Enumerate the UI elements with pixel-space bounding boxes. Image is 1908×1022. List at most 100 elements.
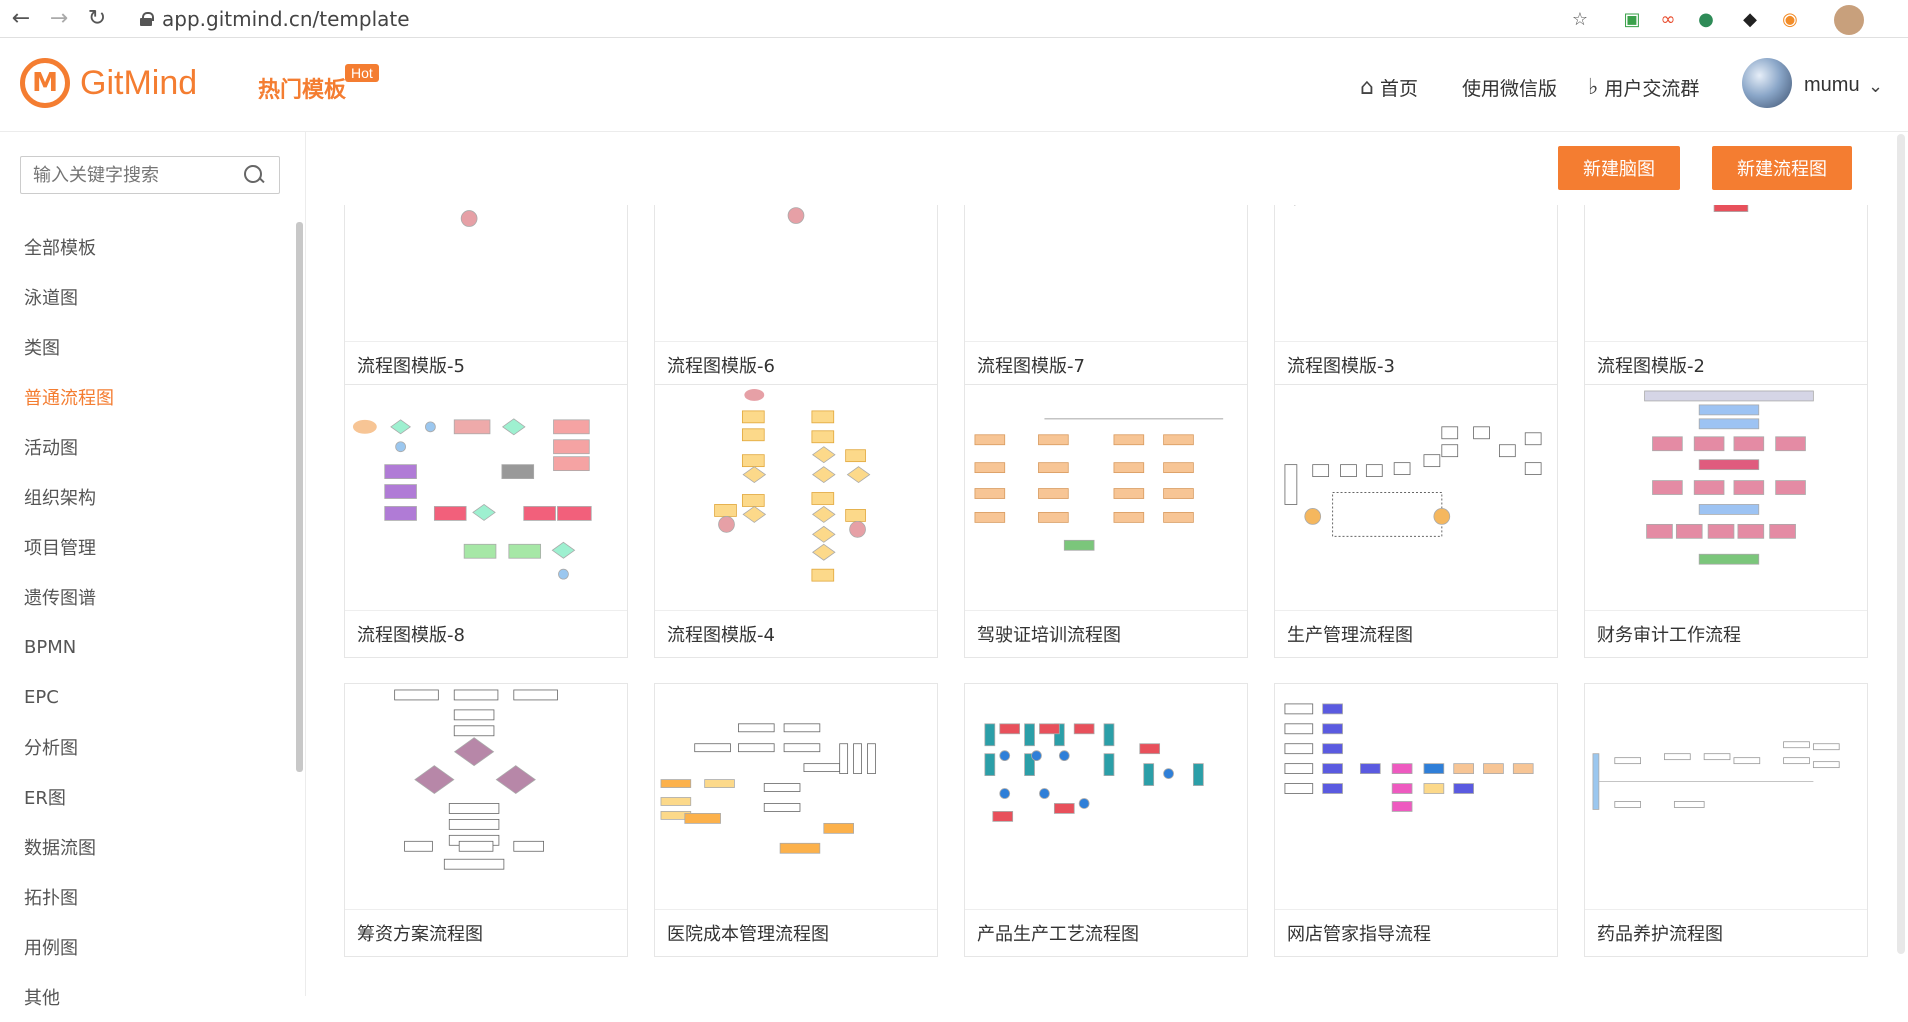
sidebar-item[interactable]: BPMN: [24, 636, 77, 658]
chevron-down-icon[interactable]: ⌄: [1868, 76, 1884, 97]
sidebar-item[interactable]: 项目管理: [24, 538, 96, 559]
sidebar-item[interactable]: 活动图: [24, 438, 78, 459]
search-icon[interactable]: [242, 163, 266, 187]
template-card[interactable]: 药品养护流程图: [1584, 683, 1868, 957]
template-title[interactable]: 流程图模版-3: [1287, 356, 1395, 377]
sidebar-item[interactable]: 数据流图: [24, 838, 96, 859]
template-thumbnail[interactable]: [1275, 385, 1557, 611]
template-card[interactable]: 医院成本管理流程图: [654, 683, 938, 957]
template-card[interactable]: 流程图模版-4: [654, 384, 938, 658]
hot-templates-link[interactable]: 热门模板: [258, 78, 347, 103]
username[interactable]: mumu: [1804, 74, 1860, 96]
extension-icon-fish[interactable]: ◆: [1743, 8, 1757, 30]
sidebar-item[interactable]: 全部模板: [24, 238, 96, 259]
reload-icon[interactable]: ↻: [87, 6, 107, 31]
gitmind-logo[interactable]: M GitMind: [20, 58, 197, 108]
nav-community[interactable]: ♭ 用户交流群: [1588, 74, 1699, 101]
extension-icon-infinity[interactable]: ∞: [1660, 8, 1676, 30]
template-card[interactable]: 流程图模版-3: [1274, 205, 1558, 389]
template-title[interactable]: 产品生产工艺流程图: [977, 924, 1139, 945]
template-card[interactable]: 网店管家指导流程: [1274, 683, 1558, 957]
template-thumbnail[interactable]: [965, 684, 1247, 910]
template-title[interactable]: 医院成本管理流程图: [667, 924, 829, 945]
back-icon[interactable]: ←: [11, 6, 31, 31]
extension-icon-robot[interactable]: ▣: [1623, 8, 1641, 30]
template-title[interactable]: 生产管理流程图: [1287, 625, 1413, 646]
sidebar-item[interactable]: 普通流程图: [24, 388, 114, 409]
nav-wechat[interactable]: 使用微信版: [1462, 74, 1557, 101]
address-bar[interactable]: app.gitmind.cn/template: [140, 6, 410, 32]
template-thumbnail-drawing: [714, 388, 871, 582]
template-title[interactable]: 药品养护流程图: [1597, 924, 1723, 945]
template-thumbnail[interactable]: [1585, 684, 1867, 910]
nav-home-label: 首页: [1379, 78, 1418, 100]
template-title[interactable]: 驾驶证培训流程图: [977, 625, 1121, 646]
app-header: M GitMind 热门模板 Hot ⌂ 首页 使用微信版 ♭ 用户交流群 mu…: [0, 38, 1908, 132]
sidebar-item[interactable]: 类图: [24, 338, 60, 359]
sidebar-item[interactable]: 拓扑图: [24, 888, 78, 909]
template-card[interactable]: 流程图模版-6: [654, 205, 938, 389]
template-thumbnail[interactable]: [1275, 684, 1557, 910]
template-card[interactable]: 生产管理流程图: [1274, 384, 1558, 658]
nav-home[interactable]: ⌂ 首页: [1360, 74, 1418, 101]
template-thumbnail-drawing: [394, 689, 558, 870]
sidebar-item[interactable]: 其他: [24, 988, 60, 1009]
address-text: app.gitmind.cn/template: [162, 7, 410, 31]
sidebar-item[interactable]: 泳道图: [24, 288, 78, 309]
profile-avatar-icon[interactable]: [1834, 5, 1864, 35]
sidebar-item[interactable]: 遗传图谱: [24, 588, 96, 609]
forward-icon[interactable]: →: [49, 6, 69, 31]
sidebar-item[interactable]: EPC: [24, 686, 59, 708]
template-card[interactable]: 流程图模版-5: [344, 205, 628, 389]
logo-text: GitMind: [80, 63, 198, 102]
extension-icon-shield[interactable]: ◉: [1782, 8, 1798, 30]
template-title[interactable]: 筹资方案流程图: [357, 924, 483, 945]
sidebar-item[interactable]: 分析图: [24, 738, 78, 759]
template-thumbnail[interactable]: [1585, 385, 1867, 611]
template-card[interactable]: 筹资方案流程图: [344, 683, 628, 957]
sidebar-item[interactable]: 用例图: [24, 938, 78, 959]
template-thumbnail[interactable]: [345, 684, 627, 910]
sidebar-scrollbar[interactable]: [296, 222, 303, 772]
template-thumbnail[interactable]: [1585, 205, 1867, 342]
page-scrollbar-thumb[interactable]: [1897, 134, 1905, 954]
template-card[interactable]: 驾驶证培训流程图: [964, 384, 1248, 658]
bell-icon: ♭: [1588, 75, 1599, 100]
template-title[interactable]: 流程图模版-7: [977, 356, 1085, 377]
template-thumbnail-drawing: [984, 723, 1204, 822]
template-card[interactable]: 流程图模版-2: [1584, 205, 1868, 389]
template-thumbnail[interactable]: [1275, 205, 1557, 342]
template-thumbnail[interactable]: [655, 205, 937, 342]
template-thumbnail[interactable]: [965, 385, 1247, 611]
template-title[interactable]: 流程图模版-4: [667, 625, 775, 646]
template-thumbnail[interactable]: [345, 205, 627, 342]
sidebar-item[interactable]: ER图: [24, 788, 66, 809]
extension-icon-globe[interactable]: ●: [1698, 8, 1714, 30]
template-title[interactable]: 财务审计工作流程: [1597, 625, 1741, 646]
template-title[interactable]: 流程图模版-6: [667, 356, 775, 377]
template-thumbnail-drawing: [974, 418, 1224, 551]
template-card[interactable]: 流程图模版-7: [964, 205, 1248, 389]
sidebar-item[interactable]: 组织架构: [24, 488, 96, 509]
template-thumbnail[interactable]: [345, 385, 627, 611]
gitmind-logo-icon: M: [20, 58, 70, 108]
template-thumbnail[interactable]: [965, 205, 1247, 342]
page-scrollbar[interactable]: [1894, 132, 1908, 996]
search-input[interactable]: [21, 157, 236, 193]
template-card[interactable]: 产品生产工艺流程图: [964, 683, 1248, 957]
new-flowchart-button[interactable]: 新建流程图: [1712, 146, 1852, 190]
template-title[interactable]: 流程图模版-2: [1597, 356, 1705, 377]
template-thumbnail-drawing: [660, 723, 876, 854]
bookmark-star-icon[interactable]: ☆: [1571, 8, 1589, 30]
template-card[interactable]: 流程图模版-8: [344, 384, 628, 658]
template-thumbnail-drawing: [460, 210, 478, 227]
template-thumbnail[interactable]: [655, 385, 937, 611]
template-title[interactable]: 流程图模版-8: [357, 625, 465, 646]
template-title[interactable]: 流程图模版-5: [357, 356, 465, 377]
template-card[interactable]: 财务审计工作流程: [1584, 384, 1868, 658]
template-title[interactable]: 网店管家指导流程: [1287, 924, 1431, 945]
template-thumbnail[interactable]: [655, 684, 937, 910]
user-avatar[interactable]: [1742, 58, 1792, 108]
new-mindmap-button[interactable]: 新建脑图: [1558, 146, 1680, 190]
